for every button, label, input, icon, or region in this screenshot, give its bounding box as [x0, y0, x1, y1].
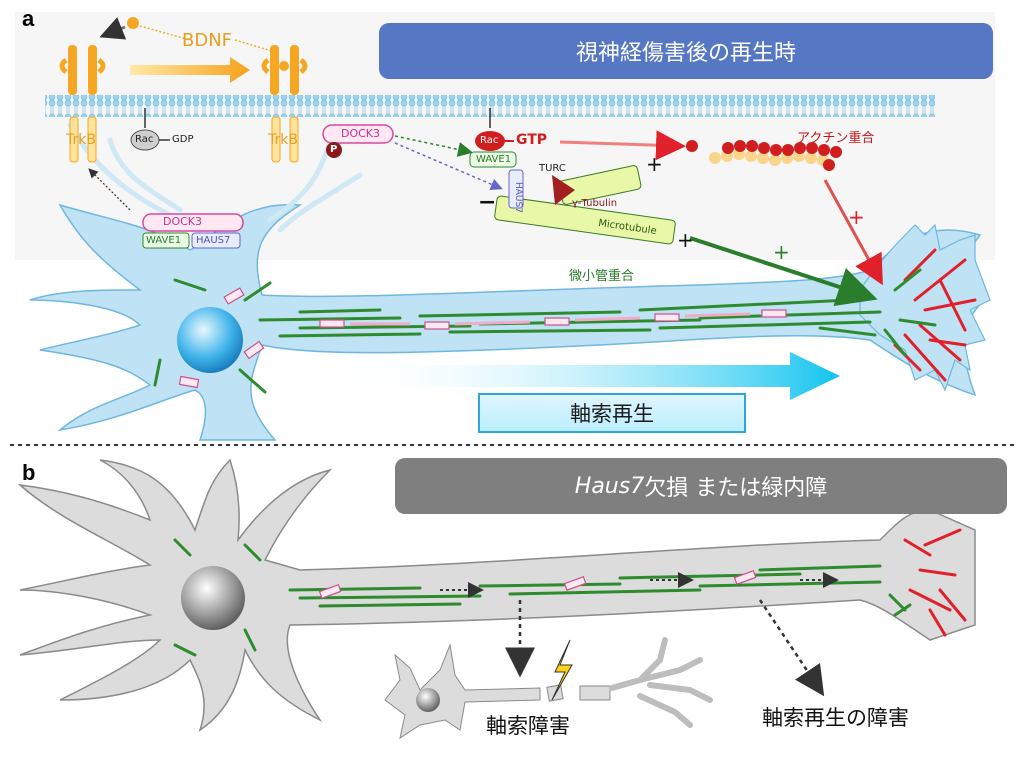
dock3-membrane-label: DOCK3 — [341, 127, 381, 140]
transport-arrows-a — [350, 312, 751, 326]
trkb-left-label: TrkB — [66, 132, 96, 148]
wave1-top — [469, 151, 517, 168]
rac-gdp — [130, 108, 170, 151]
wave1-top-label: WAVE1 — [476, 154, 512, 165]
rac-gdp-rac-label: Rac — [135, 134, 154, 145]
actin-polymerization-label: アクチン重合 — [797, 131, 875, 146]
actin-network-b — [903, 528, 967, 637]
cargo-vesicles-a — [178, 287, 787, 389]
rac-gdp-gdp-label: GDP — [172, 134, 194, 145]
bdnf-move-arrow — [99, 17, 127, 40]
banner-b-rest: 欠損 または緑内障 — [644, 476, 828, 501]
plus-red: + — [848, 205, 865, 229]
wave1-complex — [142, 232, 190, 249]
actin-signal-arrow — [559, 130, 686, 161]
nucleus-icon — [181, 566, 245, 630]
rac-gtp — [475, 108, 514, 151]
haus7-tag-label: HAUS7 — [513, 182, 523, 213]
cell-membrane — [45, 95, 935, 117]
dock3-complex-label: DOCK3 — [163, 215, 203, 228]
dock3-haus7-arrow — [394, 142, 503, 190]
lightning-icon — [551, 639, 573, 701]
cargo-vesicles-b — [318, 569, 757, 599]
axon-injury-label: 軸索障害 — [486, 714, 570, 738]
mt-polymerization-label: 微小管重合 — [569, 269, 635, 284]
dock3-membrane — [322, 124, 394, 158]
injured-neuron — [384, 637, 713, 740]
microtubules-b — [173, 538, 882, 657]
dock3-wave1-arrow — [394, 135, 473, 157]
nucleus-icon — [177, 307, 243, 373]
haus7-complex-label: HAUS7 — [196, 235, 231, 246]
wave1-complex-label: WAVE1 — [146, 235, 182, 246]
turc-label: TURC — [539, 163, 566, 174]
complex-to-trkb-arrow — [88, 168, 131, 211]
mt-to-cone-arrow — [689, 236, 878, 307]
bdnf-ligand — [127, 17, 139, 29]
trkb-right-label: TrkB — [268, 132, 298, 148]
plus-right: + — [677, 228, 694, 252]
bdnf-label: BDNF — [182, 30, 233, 51]
rac-gtp-rac-label: Rac — [480, 135, 499, 146]
actin-filament — [686, 140, 842, 171]
trkb-receptor-left — [59, 45, 106, 163]
haus7-complex — [191, 232, 241, 249]
growth-arrow-icon — [340, 352, 840, 400]
cone-microtubules-b — [888, 593, 912, 617]
neuron-b — [17, 458, 976, 732]
regeneration-label-box: 軸索再生 — [478, 393, 746, 433]
minus-left: − — [478, 190, 497, 215]
impairment-arrow — [758, 599, 825, 697]
gamma-tubulin-label: γ-Tubulin — [572, 198, 618, 209]
panel-b-letter: b — [22, 460, 36, 485]
plus-green: + — [773, 240, 790, 264]
dock3-complex — [142, 213, 244, 232]
impaired-transport-arrows — [440, 572, 839, 598]
bdnf-dotted-line — [139, 25, 276, 53]
plus-top: + — [646, 152, 663, 176]
activation-arrow — [130, 57, 250, 83]
banner-a: 視神経傷害後の再生時 — [379, 23, 993, 79]
trkb-receptor-right — [261, 45, 308, 163]
panel-a-letter: a — [22, 6, 35, 31]
cone-microtubules-a — [883, 268, 937, 357]
rac-gtp-gtp-label: GTP — [516, 132, 548, 148]
impaired-regeneration-label: 軸索再生の障害 — [762, 706, 909, 730]
banner-b-gene: Haus7 — [574, 473, 645, 499]
phospho-label: P — [330, 144, 338, 155]
microtubule-complex — [494, 165, 676, 245]
actin-to-cone-arrow — [823, 179, 883, 286]
